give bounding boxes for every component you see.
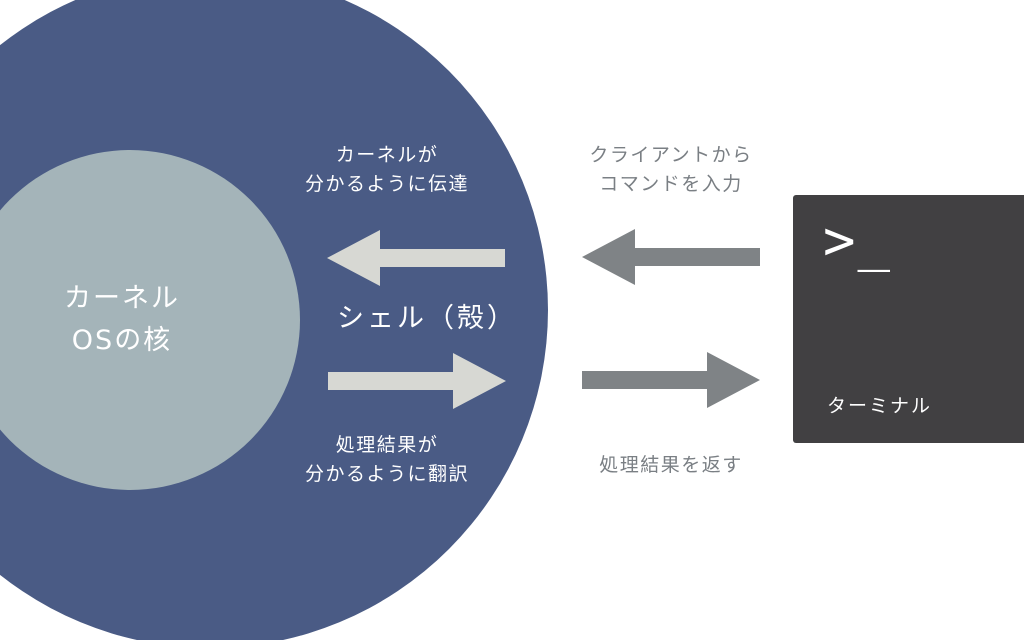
- result-return-caption: 処理結果を返す: [599, 454, 743, 476]
- shell-to-kernel-line2: 分かるように伝達: [304, 173, 470, 196]
- kernel-to-shell-line2: 分かるように翻訳: [304, 463, 470, 486]
- client-input-line1: クライアントから: [589, 144, 753, 166]
- arrow-terminal-to-shell: [582, 229, 760, 285]
- kernel-to-shell-caption: 処理結果が 分かるように翻訳: [305, 431, 469, 490]
- kernel-to-shell-line1: 処理結果が: [335, 434, 439, 456]
- client-input-line2: コマンドを入力: [599, 173, 743, 196]
- terminal-label: ターミナル: [827, 395, 933, 417]
- kernel-label: カーネル OSの核: [64, 278, 180, 362]
- arrow-kernel-to-shell: [328, 353, 506, 409]
- arrow-shell-to-kernel: [327, 230, 505, 286]
- shell-label: シェル（殻）: [337, 303, 517, 334]
- kernel-circle: [0, 150, 300, 490]
- client-input-caption: クライアントから コマンドを入力: [589, 141, 752, 200]
- terminal-box: >_ ターミナル: [793, 195, 1024, 443]
- shell-to-kernel-line1: カーネルが: [335, 144, 439, 166]
- kernel-label-line1: カーネル: [64, 283, 180, 314]
- kernel-label-line2: OSの核: [71, 324, 173, 356]
- shell-to-kernel-caption: カーネルが 分かるように伝達: [305, 141, 469, 200]
- terminal-prompt-icon: >_: [823, 209, 893, 272]
- arrow-shell-to-terminal: [582, 352, 760, 408]
